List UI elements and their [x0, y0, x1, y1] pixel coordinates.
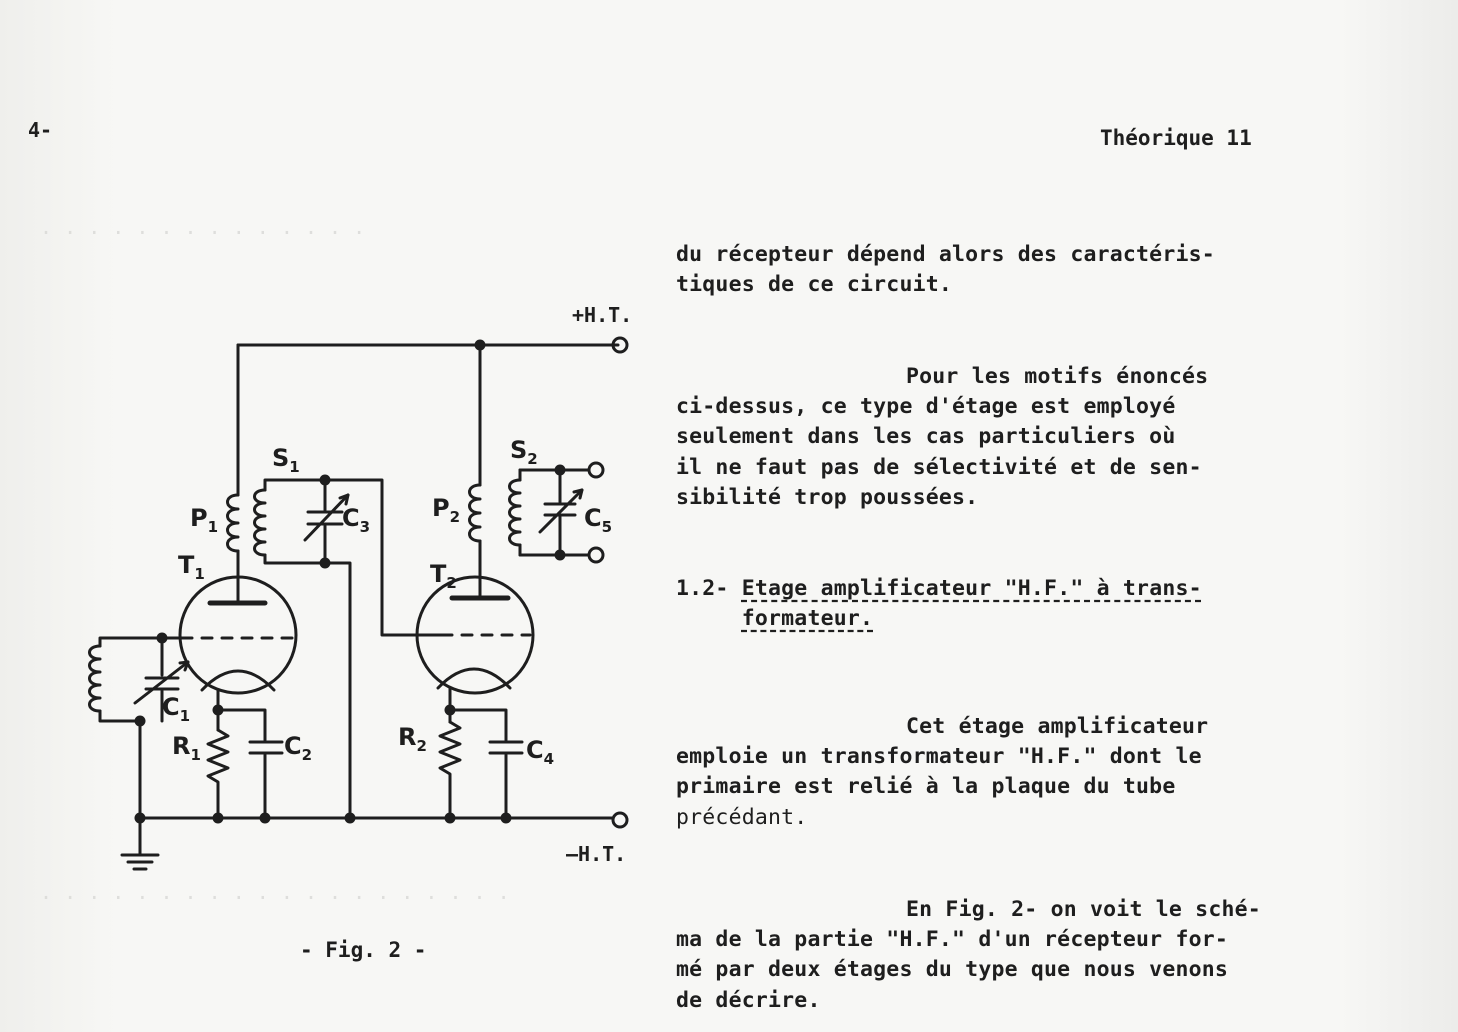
text-line: Cet étage amplificateur: [906, 714, 1209, 739]
running-head: Théorique 11: [1100, 126, 1252, 150]
junction-dot: [474, 339, 486, 351]
paragraph-4: Cet étage amplificateur emploie un trans…: [676, 712, 1336, 833]
junction-dot: [156, 632, 168, 644]
s1-label: S1: [272, 444, 300, 476]
plus-ht-label: +H.T.: [572, 303, 632, 327]
s2-out-top-terminal: [587, 461, 605, 479]
c5-arrowhead: [572, 488, 584, 500]
minus-ht-terminal: [611, 811, 629, 829]
junction-dot: [500, 812, 512, 824]
t1-cathode: [200, 669, 276, 692]
text-line: primaire est relié à la plaque du tube: [676, 774, 1176, 800]
c4-top-wire: [448, 708, 508, 742]
minus-ht-label: —H.T.: [566, 842, 626, 866]
c5-label: C5: [584, 504, 612, 536]
p1-label: P1: [190, 504, 218, 536]
t2-label: T2: [430, 560, 457, 592]
text-line: ma de la partie "H.F." d'un récepteur fo…: [676, 927, 1229, 953]
text-line: Pour les motifs énoncés: [906, 364, 1209, 389]
junction-dot: [444, 704, 456, 716]
paragraph-5: En Fig. 2- on voit le sché- ma de la par…: [676, 895, 1336, 1016]
section-title: Etage amplificateur "H.F." à trans-: [741, 576, 1202, 601]
c3-variable-arrow: [303, 493, 350, 542]
s2-out-bottom-terminal: [587, 546, 605, 564]
paragraph-2: Pour les motifs énoncés ci-dessus, ce ty…: [676, 362, 1336, 513]
text-line: sibilité trop poussées.: [676, 484, 979, 510]
text-line: emploie un transformateur "H.F." dont le: [676, 744, 1202, 770]
schematic-svg: +H.T. —H.T. S1 S2 P1 P2 T1 T2 C1 C2 C3 C…: [88, 303, 632, 871]
text-line: En Fig. 2- on voit le sché-: [906, 897, 1261, 922]
section-title: formateur.: [741, 606, 874, 632]
t2-cathode: [436, 667, 512, 690]
c1-arrowhead: [178, 660, 190, 672]
r2-label: R2: [398, 723, 427, 755]
c2-label: C2: [284, 732, 312, 764]
junction-dot: [554, 549, 566, 561]
s1-coil: [253, 488, 267, 557]
junction-dot: [259, 812, 271, 824]
text-line: ci-dessus, ce type d'étage est employé: [676, 394, 1176, 420]
p1-coil: [226, 493, 240, 553]
paragraph-1: du récepteur dépend alors des caractéris…: [676, 240, 1336, 300]
s1-top-lead: [263, 478, 288, 492]
text-line: précédant.: [676, 804, 808, 830]
input-top-wire: [98, 636, 164, 648]
p2-coil: [468, 483, 482, 543]
r1-label: R1: [172, 732, 201, 764]
section-number: 1.2-: [676, 576, 729, 601]
s1-to-t2-grid-wire: [323, 478, 447, 637]
junction-dot: [212, 812, 224, 824]
c3-arrowhead: [338, 493, 350, 506]
junction-dot: [212, 704, 224, 716]
ground-icon: [120, 853, 160, 871]
r1-resistor: [206, 728, 230, 820]
s1-return-wire: [323, 561, 352, 820]
junction-dot: [444, 812, 456, 824]
junction-dot: [134, 812, 146, 824]
junction-dot: [319, 557, 331, 569]
s2-coil: [508, 478, 522, 547]
s2-label: S2: [510, 436, 538, 468]
junction-dot: [134, 715, 146, 727]
bleed-through-text: . . . . . . . . . . . . . .: [40, 215, 366, 239]
page-number: 4-: [28, 118, 53, 142]
text-line: il ne faut pas de sélectivité et de sen-: [676, 454, 1202, 480]
section-heading: 1.2- Etage amplificateur "H.F." à trans-…: [676, 574, 1336, 634]
s1-bottom-lead: [263, 553, 327, 565]
c1-variable-arrow: [133, 660, 190, 705]
c2-top-wire: [216, 708, 267, 742]
r2-resistor: [438, 720, 462, 820]
c5-variable-arrow: [538, 488, 584, 534]
t2-tube: [415, 575, 535, 695]
input-coil: [88, 644, 102, 713]
junction-dot: [344, 812, 356, 824]
text-line: mé par deux étages du type que nous veno…: [676, 957, 1229, 983]
input-coil-bottom: [98, 709, 142, 723]
text-line: seulement dans les cas particuliers où: [676, 424, 1176, 450]
c1-label: C1: [162, 693, 190, 725]
junction-dot: [554, 464, 566, 476]
p2-label: P2: [432, 494, 460, 526]
c3-label: C3: [342, 504, 370, 536]
text-line: tiques de ce circuit.: [676, 272, 953, 298]
figure-caption: - Fig. 2 -: [300, 938, 427, 962]
plus-ht-terminal: [611, 336, 629, 354]
junction-dot: [319, 474, 331, 486]
t1-label: T1: [178, 551, 205, 583]
c4-label: C4: [526, 736, 554, 768]
t1-tube: [178, 575, 298, 695]
text-line: de décrire.: [676, 987, 821, 1013]
circuit-schematic: +H.T. —H.T. S1 S2 P1 P2 T1 T2 C1 C2 C3 C…: [60, 290, 670, 890]
text-line: du récepteur dépend alors des caractéris…: [676, 242, 1215, 267]
